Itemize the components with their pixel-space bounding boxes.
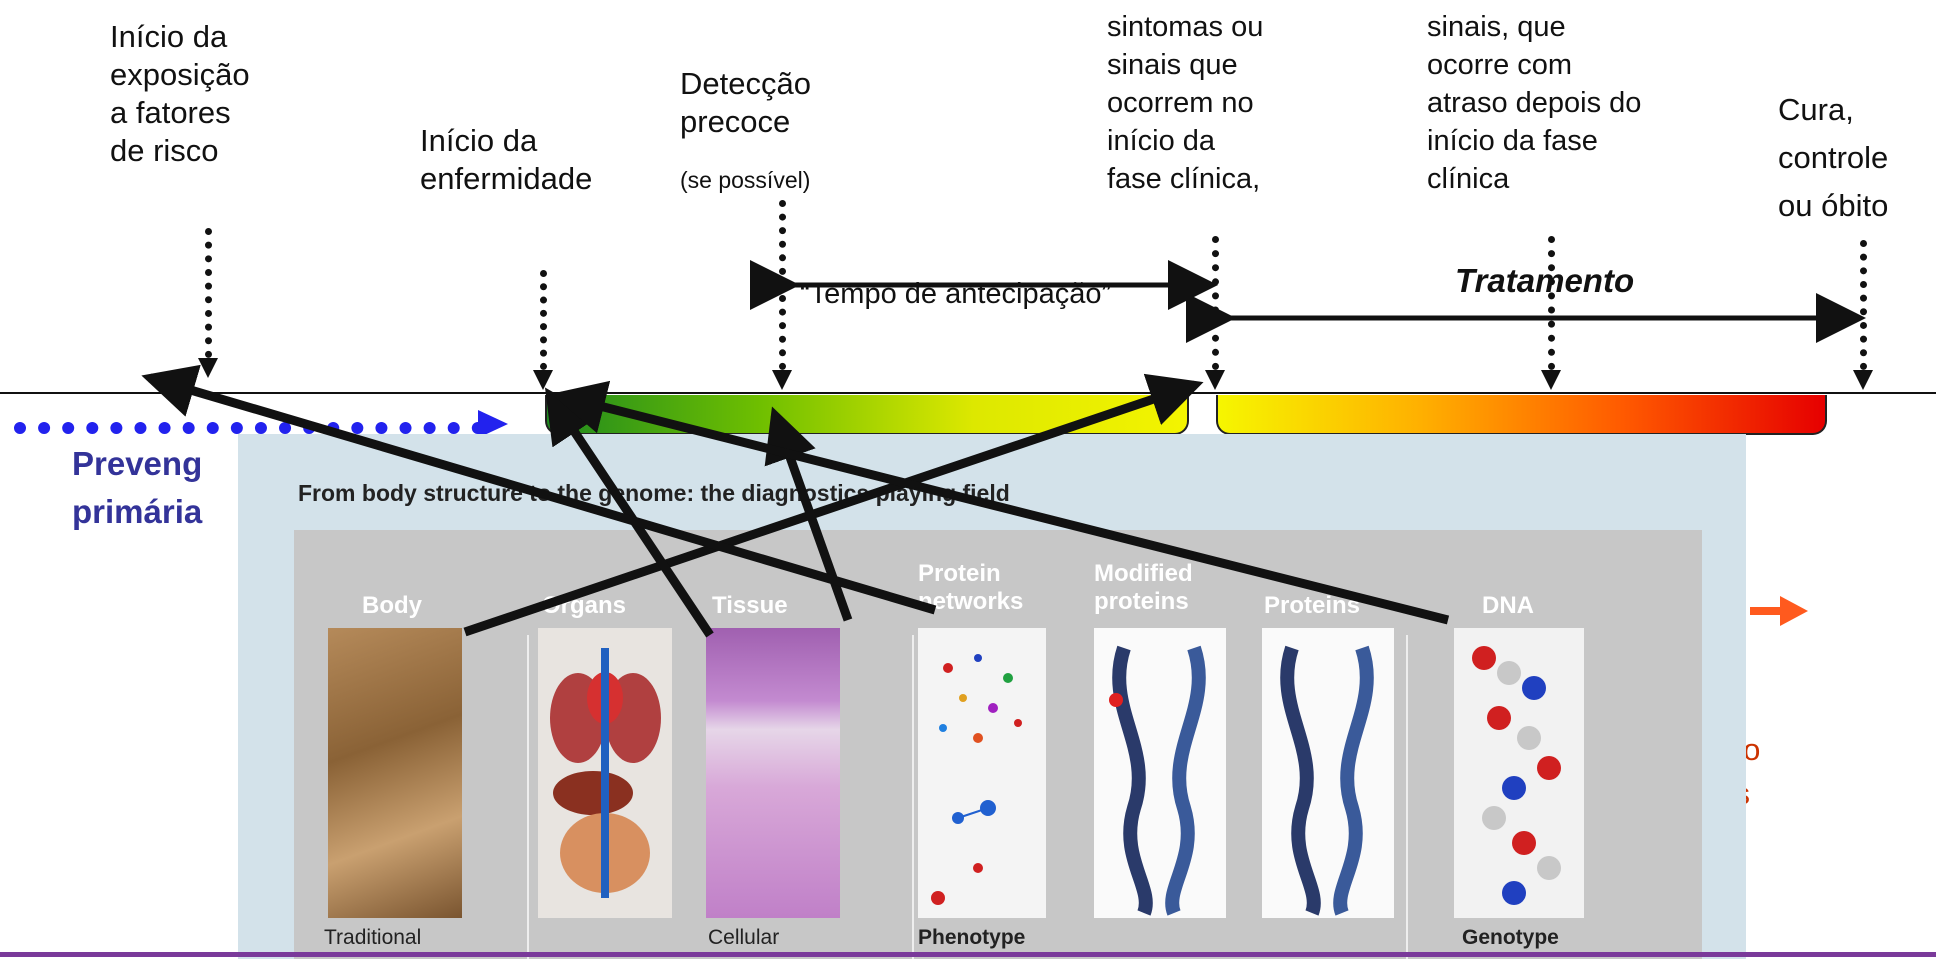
- dna-image: [1454, 628, 1584, 918]
- col-footer-phenotype: Phenotype: [918, 926, 1026, 949]
- link-arrow-dna: [551, 380, 1450, 625]
- link-arrow-tissue: [764, 406, 853, 622]
- clinical-phase-bar: [1216, 395, 1827, 435]
- separator: [527, 635, 529, 959]
- marker-exposicao: [205, 228, 212, 358]
- col-header-modified-proteins: Modified proteins: [1094, 560, 1193, 615]
- label-inicio-exposicao: Início da exposição a fatores de risco: [110, 19, 250, 168]
- marker-cura-arrow: [1853, 370, 1873, 390]
- link-arrow-body: [463, 373, 1204, 637]
- label-deteccao-precoce: Detecção precoce: [680, 66, 811, 139]
- marker-atraso-arrow: [1541, 370, 1561, 390]
- inset-panel: Body Traditional Organs Tissue Cellular …: [294, 530, 1702, 959]
- link-arrow-organs: [545, 387, 714, 638]
- col-footer-genotype: Genotype: [1462, 926, 1559, 949]
- bottom-border-line: [0, 952, 1936, 957]
- label-cura: Cura, controle ou óbito: [1778, 92, 1889, 223]
- col-header-tissue: Tissue: [712, 592, 788, 619]
- diagnostics-inset: From body structure to the genome: the d…: [238, 434, 1746, 959]
- marker-exposicao-arrow: [198, 358, 218, 378]
- separator: [912, 635, 914, 959]
- timeline-baseline: [0, 392, 1936, 394]
- body-image: [328, 628, 462, 918]
- orange-arrow: [1750, 596, 1808, 626]
- prevencao-arrowhead: [478, 410, 508, 438]
- label-sinais-atraso: sinais, que ocorre com atraso depois do …: [1427, 11, 1642, 195]
- tratamento-label: Tratamento: [1455, 262, 1635, 299]
- col-header-body: Body: [362, 592, 422, 619]
- marker-fase-clinica-arrow: [1205, 370, 1225, 390]
- prevencao-dotted-arrow: [14, 422, 484, 434]
- organs-image: [538, 628, 672, 918]
- proteins-image: [1262, 628, 1394, 918]
- col-footer-body: Traditional: [324, 926, 422, 949]
- col-header-protein-networks: Protein networks: [918, 560, 1024, 615]
- label-sintomas: sintomas ou sinais que ocorrem no início…: [1107, 11, 1264, 195]
- col-footer-tissue: Cellular: [708, 926, 780, 949]
- protein-networks-image: [918, 628, 1046, 918]
- col-header-dna: DNA: [1482, 592, 1534, 619]
- prevencao-primaria-label: Preveng primária: [72, 445, 203, 530]
- marker-enfermidade-arrow: [533, 370, 553, 390]
- marker-deteccao-arrow: [772, 370, 792, 390]
- tissue-image: [706, 628, 840, 918]
- modified-proteins-image: [1094, 628, 1226, 918]
- marker-enfermidade: [540, 270, 547, 370]
- label-inicio-enfermidade: Início da enfermidade: [420, 123, 593, 196]
- link-arrow-networks: [141, 364, 937, 615]
- separator: [1406, 635, 1408, 959]
- label-deteccao-sub: (se possível): [680, 167, 811, 193]
